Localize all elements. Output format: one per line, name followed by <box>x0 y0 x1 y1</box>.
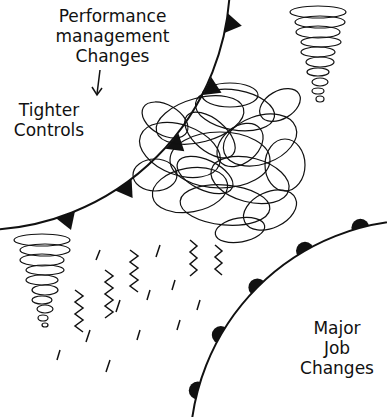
cold-front <box>0 0 242 230</box>
front-region: Performance management ChangesTighter Co… <box>0 0 240 240</box>
region-label: Major Job Changes <box>298 318 376 378</box>
region-label: Performance management Changes <box>30 6 195 66</box>
storm-swirl <box>132 82 306 246</box>
cause-arrow <box>92 70 102 95</box>
front-region: Major Job Changes <box>190 220 387 417</box>
tornado <box>290 6 346 102</box>
region-label: Tighter Controls <box>4 100 94 140</box>
rain-wiggles <box>57 240 222 372</box>
warm-front <box>189 219 387 417</box>
tornado <box>14 234 70 327</box>
